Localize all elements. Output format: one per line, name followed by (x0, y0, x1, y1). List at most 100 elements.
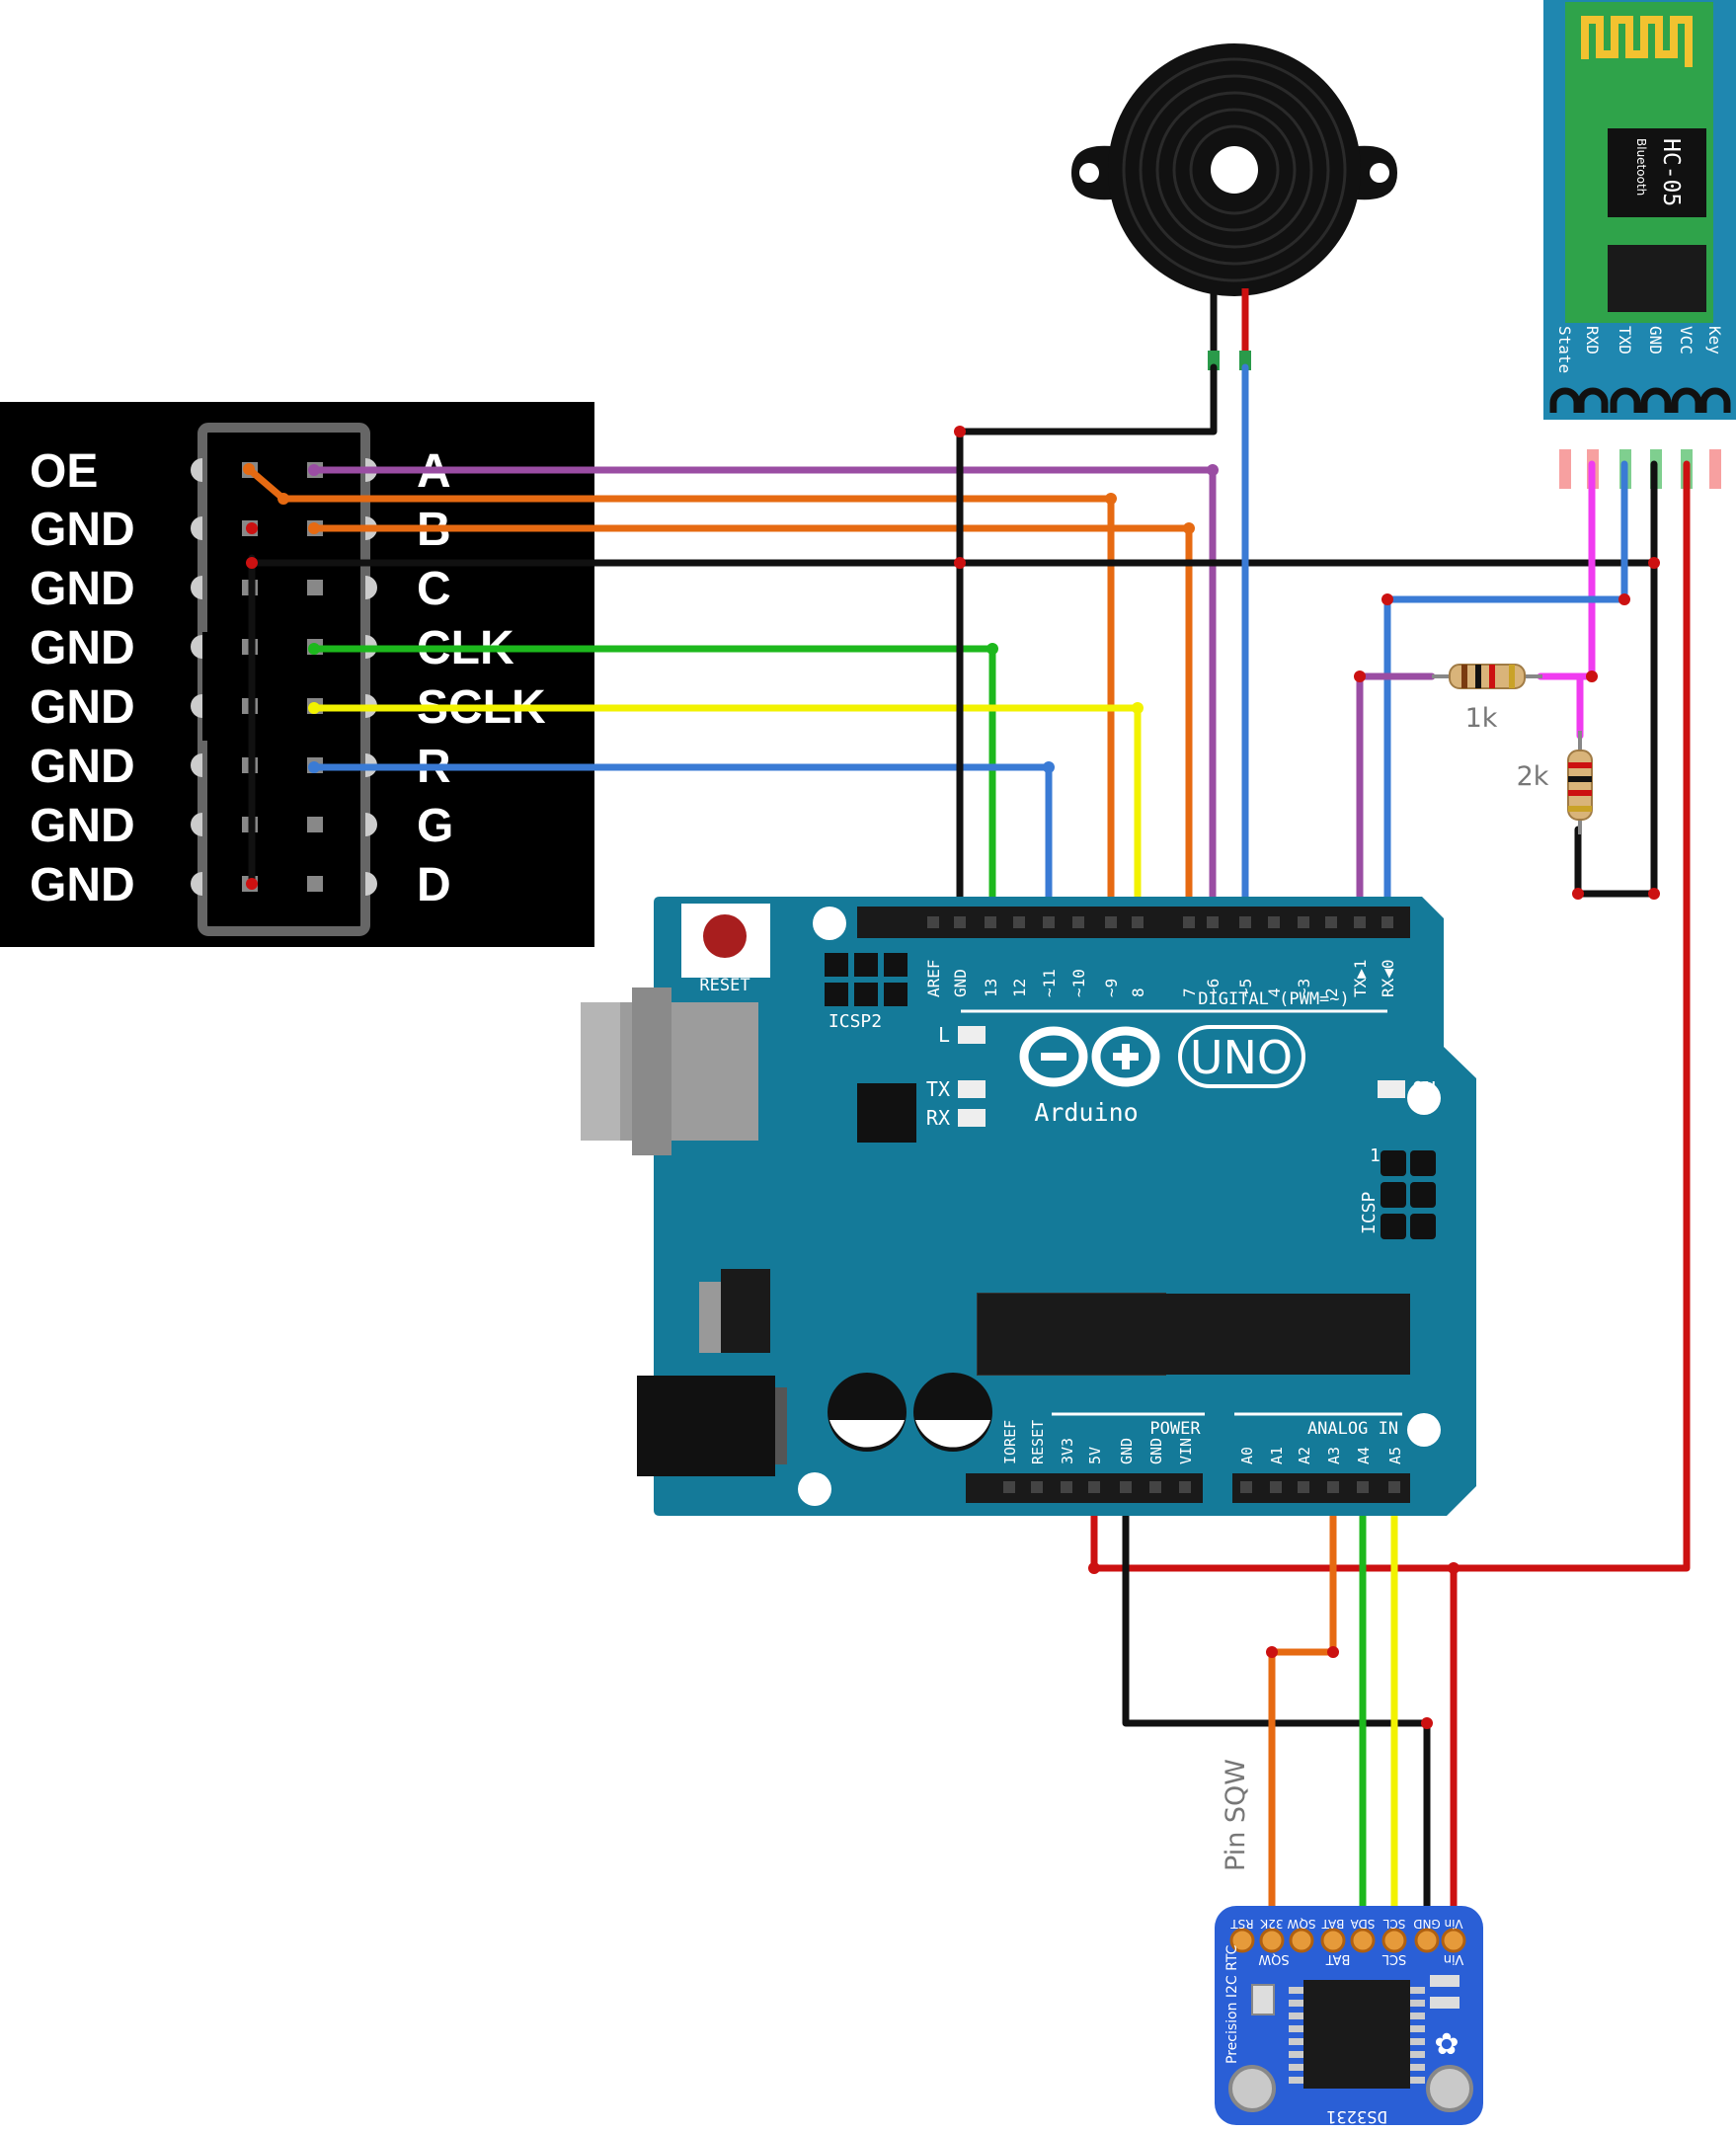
analog-pins (1240, 1481, 1400, 1493)
wire-end-marker (954, 426, 966, 437)
analog-pin (1270, 1481, 1282, 1493)
digital-pin (1072, 916, 1084, 928)
hc05-chip (1608, 128, 1706, 217)
connector-key-bump-right (365, 813, 377, 836)
connector-label-right: C (417, 563, 451, 615)
hc05-pin-label: RXD (1583, 326, 1602, 355)
wire-end-marker (954, 557, 966, 569)
connector-key-bump-left (191, 872, 202, 896)
wire-end-marker (1183, 522, 1195, 534)
wire-end-marker (1354, 671, 1366, 682)
power-pin-label: IOREF (1001, 1420, 1019, 1464)
power-pin (1061, 1481, 1072, 1493)
connector-label-left: GND (30, 563, 135, 615)
icsp2-pin (825, 953, 848, 977)
reset-button[interactable] (703, 914, 747, 958)
rtc-chip-label: DS3231 (1326, 2106, 1386, 2126)
hc05-flash-chip (1608, 245, 1706, 312)
rtc-pin (1229, 1928, 1255, 1953)
wire-end-marker (1381, 593, 1393, 605)
wire-purple-tx (1356, 672, 1436, 914)
mount-hole (1407, 1081, 1441, 1115)
power-pin (1179, 1481, 1191, 1493)
wire-end-marker (277, 493, 289, 505)
analog-header (1232, 1473, 1410, 1503)
digital-pin-label: GND (951, 969, 970, 997)
arduino-brand: Arduino (1034, 1098, 1138, 1127)
hc05-lead (1559, 449, 1571, 489)
hc05-subtitle: Bluetooth (1634, 138, 1648, 196)
hc05-pin (1577, 387, 1609, 413)
connector-label-left: GND (30, 622, 135, 674)
resistor-2k-label: 2k (1517, 761, 1549, 792)
digital-pin-label: ~3 (1295, 979, 1313, 997)
rtc-chip (1303, 1980, 1410, 2089)
digital-pin (954, 916, 966, 928)
connector-label-left: GND (30, 800, 135, 852)
digital-pin-label: 7 (1180, 987, 1199, 997)
connector-key-bump-left (191, 813, 202, 836)
dc-jack (637, 1376, 775, 1476)
wire-end-marker (308, 522, 320, 534)
rtc-top-label: RST (1230, 1917, 1254, 1931)
analog-pin (1240, 1481, 1252, 1493)
wire-black-rtc-gnd (1122, 1485, 1431, 1944)
led-label: ON (1412, 1077, 1436, 1101)
digital-pin (1239, 916, 1251, 928)
wire-end-marker (243, 463, 255, 475)
analog-label: ANALOG IN (1307, 1419, 1398, 1439)
connector-key-bump-left (191, 753, 202, 777)
wire-red-vcc (1090, 460, 1691, 1572)
analog-pin-label: A4 (1355, 1447, 1373, 1464)
wire-end-marker (246, 557, 258, 569)
wire-end-marker (1618, 593, 1630, 605)
digital-pin-label: ~9 (1102, 979, 1121, 997)
wire-end-marker (246, 522, 258, 534)
icsp2-pin (825, 983, 848, 1006)
analog-pin (1388, 1481, 1400, 1493)
hc05-pin (1640, 387, 1672, 413)
power-pins (1003, 1481, 1191, 1493)
power-pin-label: VIN (1177, 1438, 1195, 1464)
wire-end-marker (1648, 888, 1660, 900)
hc05-pin-label: GND (1646, 326, 1665, 355)
wire-magenta-rxd (1576, 460, 1596, 680)
power-pin (1003, 1481, 1015, 1493)
rtc-side-label: Precision I2C RTC (1224, 1944, 1240, 2064)
digital-pin (1268, 916, 1280, 928)
power-pin-label: GND (1147, 1438, 1165, 1464)
analog-pin (1357, 1481, 1369, 1493)
rtc-bottom-label: BAT (1326, 1951, 1351, 1966)
hc05-pin-label: VCC (1677, 326, 1696, 355)
wire-end-marker (308, 643, 320, 655)
digital-pin-label: ~11 (1040, 969, 1059, 997)
rtc-pins (1229, 1928, 1466, 1953)
digital-pin-label: 12 (1010, 979, 1029, 997)
digital-pin-label: ~5 (1236, 979, 1255, 997)
rtc-mount-hole (1426, 2065, 1473, 2112)
wire-end-marker (308, 761, 320, 773)
icsp-pin1-label: 1 (1370, 1145, 1381, 1166)
rtc-pin (1441, 1928, 1466, 1953)
rtc-top-label: SCL (1382, 1917, 1405, 1931)
icsp-header (1381, 1150, 1436, 1239)
led-label: TX (926, 1077, 950, 1101)
power-pin (1149, 1481, 1161, 1493)
icsp-pin (1410, 1150, 1436, 1176)
connector-label-left: GND (30, 681, 135, 734)
digital-pin (927, 916, 939, 928)
resistor-2k: 2k (1517, 731, 1593, 834)
rtc-pin (1320, 1928, 1346, 1953)
power-pin-label: GND (1118, 1438, 1136, 1464)
digital-pin (1325, 916, 1337, 928)
wire-blue-txd (1383, 460, 1628, 914)
connector-label-right: D (417, 859, 451, 911)
digital-pin (1207, 916, 1219, 928)
wire-end-marker (308, 464, 320, 476)
icsp-pin (1381, 1214, 1406, 1239)
led-label: RX (926, 1106, 950, 1130)
digital-pin (985, 916, 996, 928)
